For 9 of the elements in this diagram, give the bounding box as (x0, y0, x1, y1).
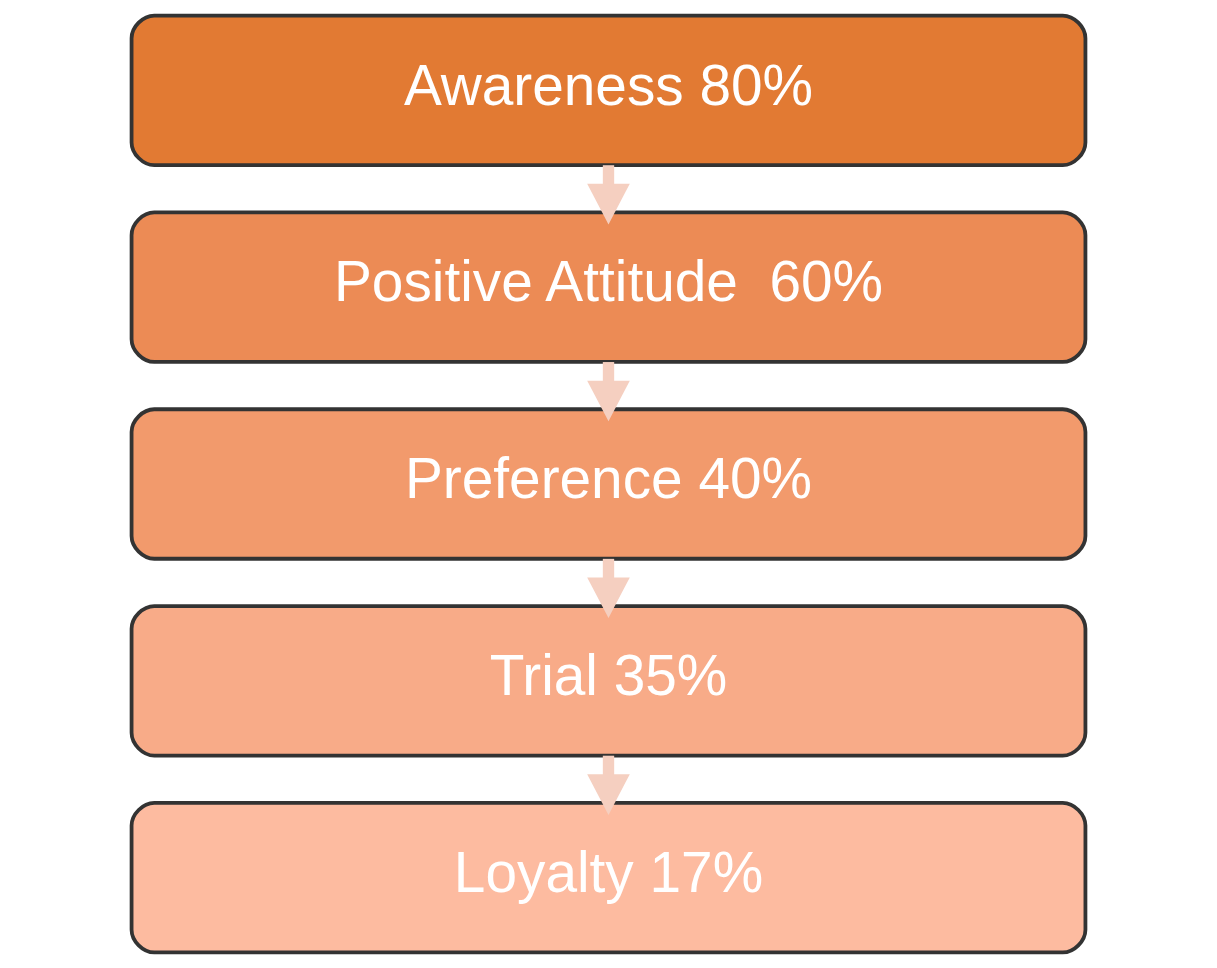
node-box: Positive Attitude 60% (129, 210, 1088, 364)
arrow (587, 165, 630, 225)
node-box: Awareness 80% (129, 13, 1088, 167)
node-box: Loyalty 17% (129, 801, 1088, 955)
arrow (587, 362, 630, 422)
arrow (587, 755, 630, 815)
arrow (587, 558, 630, 619)
node-box: Trial 35% (129, 604, 1088, 758)
node-box: Preference 40% (129, 407, 1088, 561)
